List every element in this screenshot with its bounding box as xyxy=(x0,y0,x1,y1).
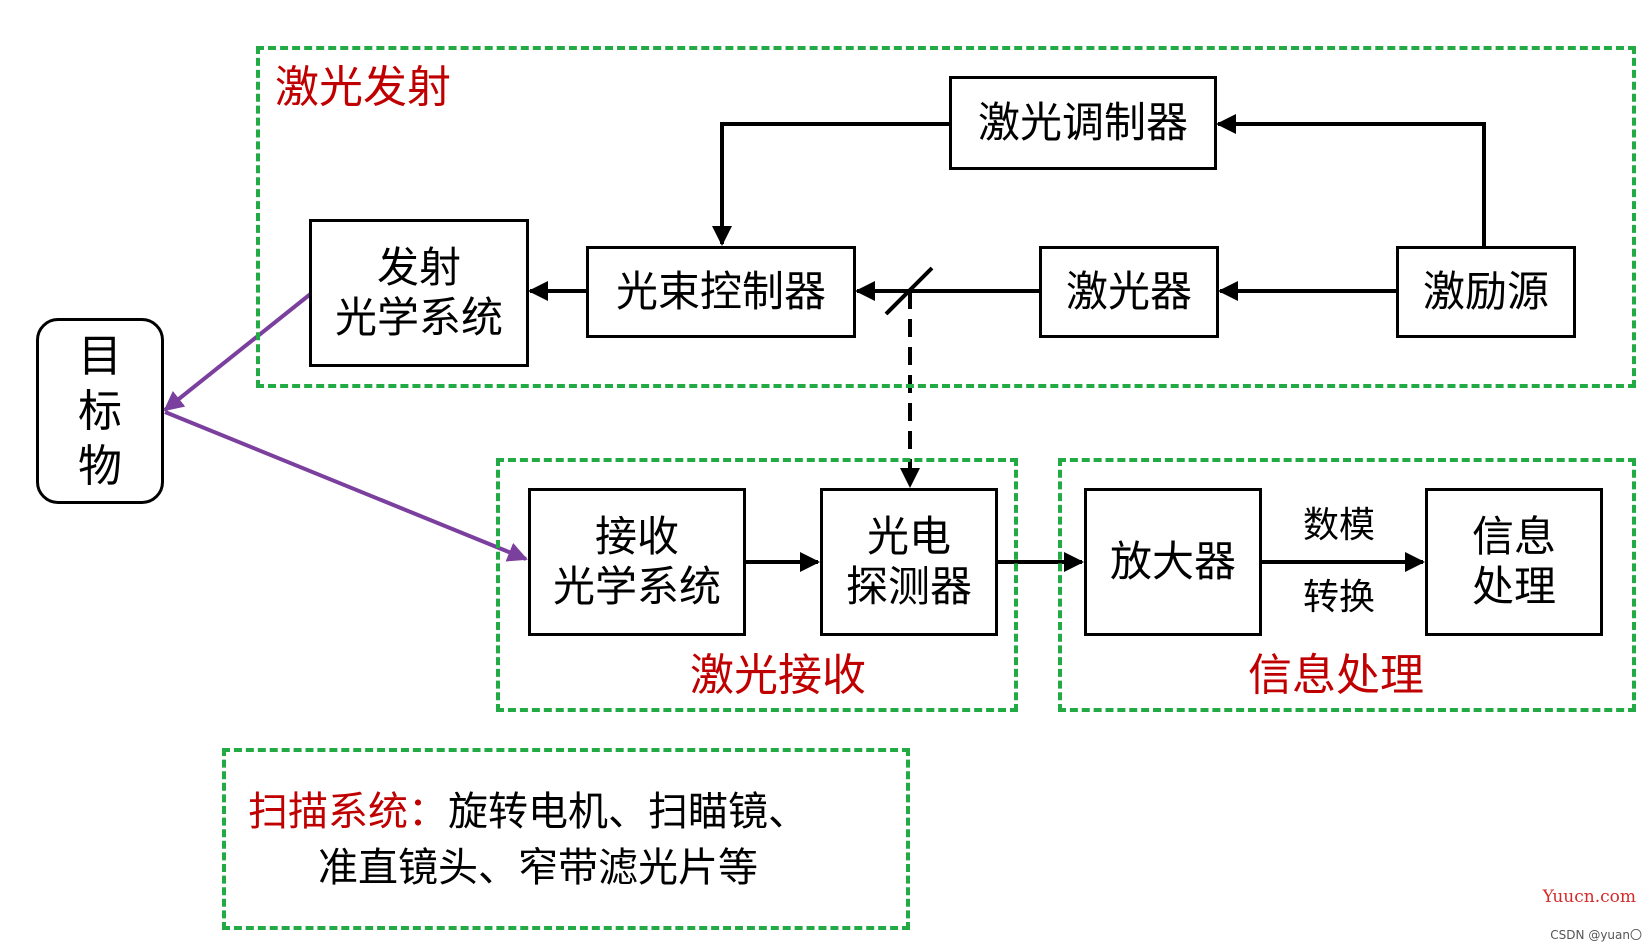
node-photodetector: 光电 探测器 xyxy=(820,488,998,636)
node-amplifier: 放大器 xyxy=(1084,488,1262,636)
node-receive-optics: 接收 光学系统 xyxy=(528,488,746,636)
node-info-processing: 信息 处理 xyxy=(1425,488,1603,636)
watermark-credit: CSDN @yuan〇 xyxy=(1550,928,1642,942)
node-beam-controller-label: 光束控制器 xyxy=(615,266,826,316)
node-photodetector-line-2: 探测器 xyxy=(845,562,972,611)
group-laser-emission xyxy=(256,46,1636,388)
watermark-site: Yuucn.com xyxy=(1542,887,1636,907)
group-scanning-system xyxy=(222,748,910,930)
group-label-laser-receive: 激光接收 xyxy=(690,650,866,701)
node-laser-modulator: 激光调制器 xyxy=(949,76,1217,170)
scan-system-items-1: 旋转电机、扫瞄镜、 xyxy=(448,789,808,835)
node-emit-optics-line-1: 发射 xyxy=(376,242,461,292)
edge-label-da-top: 数模 xyxy=(1303,505,1376,546)
scan-system-items-2: 准直镜头、窄带滤光片等 xyxy=(318,845,758,891)
node-excitation-source-label: 激励源 xyxy=(1422,266,1549,316)
group-label-laser-emission: 激光发射 xyxy=(275,62,451,113)
scan-system-line-1: 扫描系统：旋转电机、扫瞄镜、 xyxy=(248,792,808,832)
node-info-processing-line-2: 处理 xyxy=(1471,562,1556,611)
node-emit-optics: 发射 光学系统 xyxy=(309,219,529,367)
node-laser-modulator-label: 激光调制器 xyxy=(977,97,1188,147)
node-laser-label: 激光器 xyxy=(1065,266,1192,316)
node-receive-optics-line-1: 接收 xyxy=(594,511,679,561)
node-amplifier-label: 放大器 xyxy=(1109,536,1236,586)
edge-label-da-bottom: 转换 xyxy=(1303,577,1376,618)
node-target-line-1: 目 xyxy=(78,330,122,382)
node-target: 目 标 物 xyxy=(36,318,164,504)
group-info-processing xyxy=(1058,458,1636,712)
node-receive-optics-line-2: 光学系统 xyxy=(552,562,721,611)
node-photodetector-line-1: 光电 xyxy=(866,511,951,561)
group-laser-receive xyxy=(496,458,1018,712)
scan-system-title: 扫描系统： xyxy=(248,789,448,835)
scan-system-line-2: 准直镜头、窄带滤光片等 xyxy=(318,848,758,888)
arrow-excitation-to-modulator xyxy=(1216,114,1486,246)
group-label-info-processing: 信息处理 xyxy=(1248,650,1424,701)
node-target-line-2: 标 xyxy=(78,385,122,437)
node-info-processing-line-1: 信息 xyxy=(1471,511,1556,561)
node-laser: 激光器 xyxy=(1039,246,1219,338)
node-emit-optics-line-2: 光学系统 xyxy=(334,293,503,342)
optical-path-emit-to-target xyxy=(163,290,315,412)
node-beam-controller: 光束控制器 xyxy=(586,246,856,338)
node-excitation-source: 激励源 xyxy=(1396,246,1576,338)
optical-path-target-to-receive xyxy=(164,410,528,562)
arrow-modulator-to-beam-controller xyxy=(712,122,950,246)
node-target-line-3: 物 xyxy=(78,440,122,492)
